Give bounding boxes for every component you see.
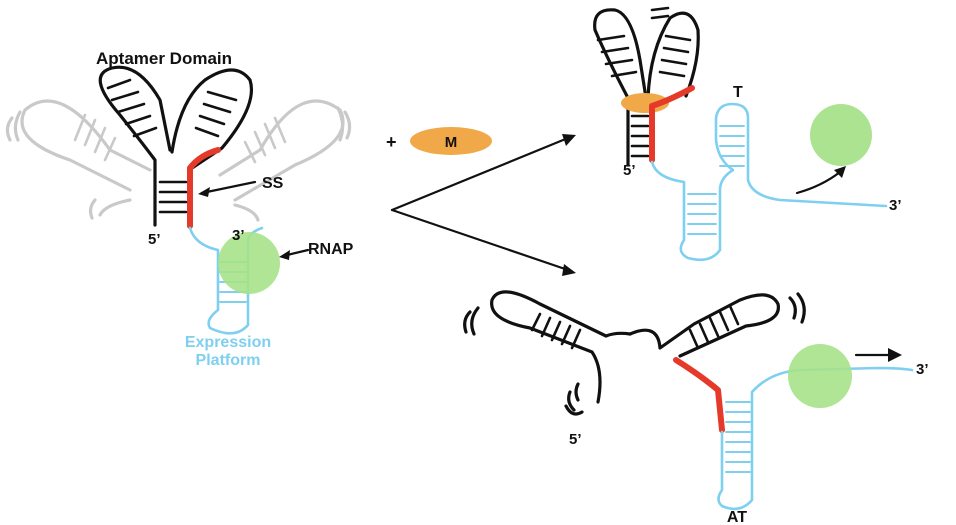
rnap-released <box>810 104 872 166</box>
upper-path-arrowhead <box>562 134 576 146</box>
continue-arrowhead <box>888 348 902 362</box>
switching-sequence <box>187 147 221 229</box>
rnap-circle <box>218 232 280 294</box>
five-prime-label-left: 5’ <box>148 231 161 248</box>
switching-sequence-bound <box>649 85 695 163</box>
branch-arrows: + M <box>386 127 576 276</box>
rnap-label: RNAP <box>308 241 354 258</box>
switching-sequence-unbound <box>673 357 725 433</box>
ghost-conformations <box>5 99 352 222</box>
upper-path-arrow <box>390 136 570 212</box>
unbound-state-antiterminator: 5’ 3’ AT <box>463 290 929 525</box>
five-prime-label-bottom: 5’ <box>569 431 582 448</box>
metabolite-label: M <box>445 134 458 151</box>
platform-label: Platform <box>196 352 261 369</box>
release-arrowhead <box>834 166 846 178</box>
expression-label: Expression <box>185 334 271 351</box>
plus-sign: + <box>386 132 397 152</box>
terminator-label: T <box>733 84 743 101</box>
rnap-continuing <box>788 344 852 408</box>
ss-pointer-head <box>198 187 210 197</box>
three-prime-label-bottom: 3’ <box>916 361 929 378</box>
initial-state: Aptamer Domain SS RNAP 5’ 3’ Expression … <box>5 49 354 369</box>
ss-pointer-arrow <box>200 180 257 195</box>
release-arrow <box>795 170 842 195</box>
aptamer-domain-structure <box>98 65 253 227</box>
bound-state-terminator: T 5’ 3’ <box>593 6 902 262</box>
bound-metabolite <box>621 93 669 113</box>
metabolite-ellipse <box>410 127 492 155</box>
antiterminator-label: AT <box>727 509 747 525</box>
ss-label: SS <box>262 175 284 192</box>
rnap-pointer-head <box>279 250 290 260</box>
aptamer-domain-label: Aptamer Domain <box>96 49 232 68</box>
three-prime-label-top: 3’ <box>889 197 902 214</box>
lower-path-arrowhead <box>562 264 576 276</box>
lower-path-arrow <box>390 208 570 272</box>
five-prime-label-top: 5’ <box>623 162 636 179</box>
three-prime-label-left: 3’ <box>232 227 245 244</box>
